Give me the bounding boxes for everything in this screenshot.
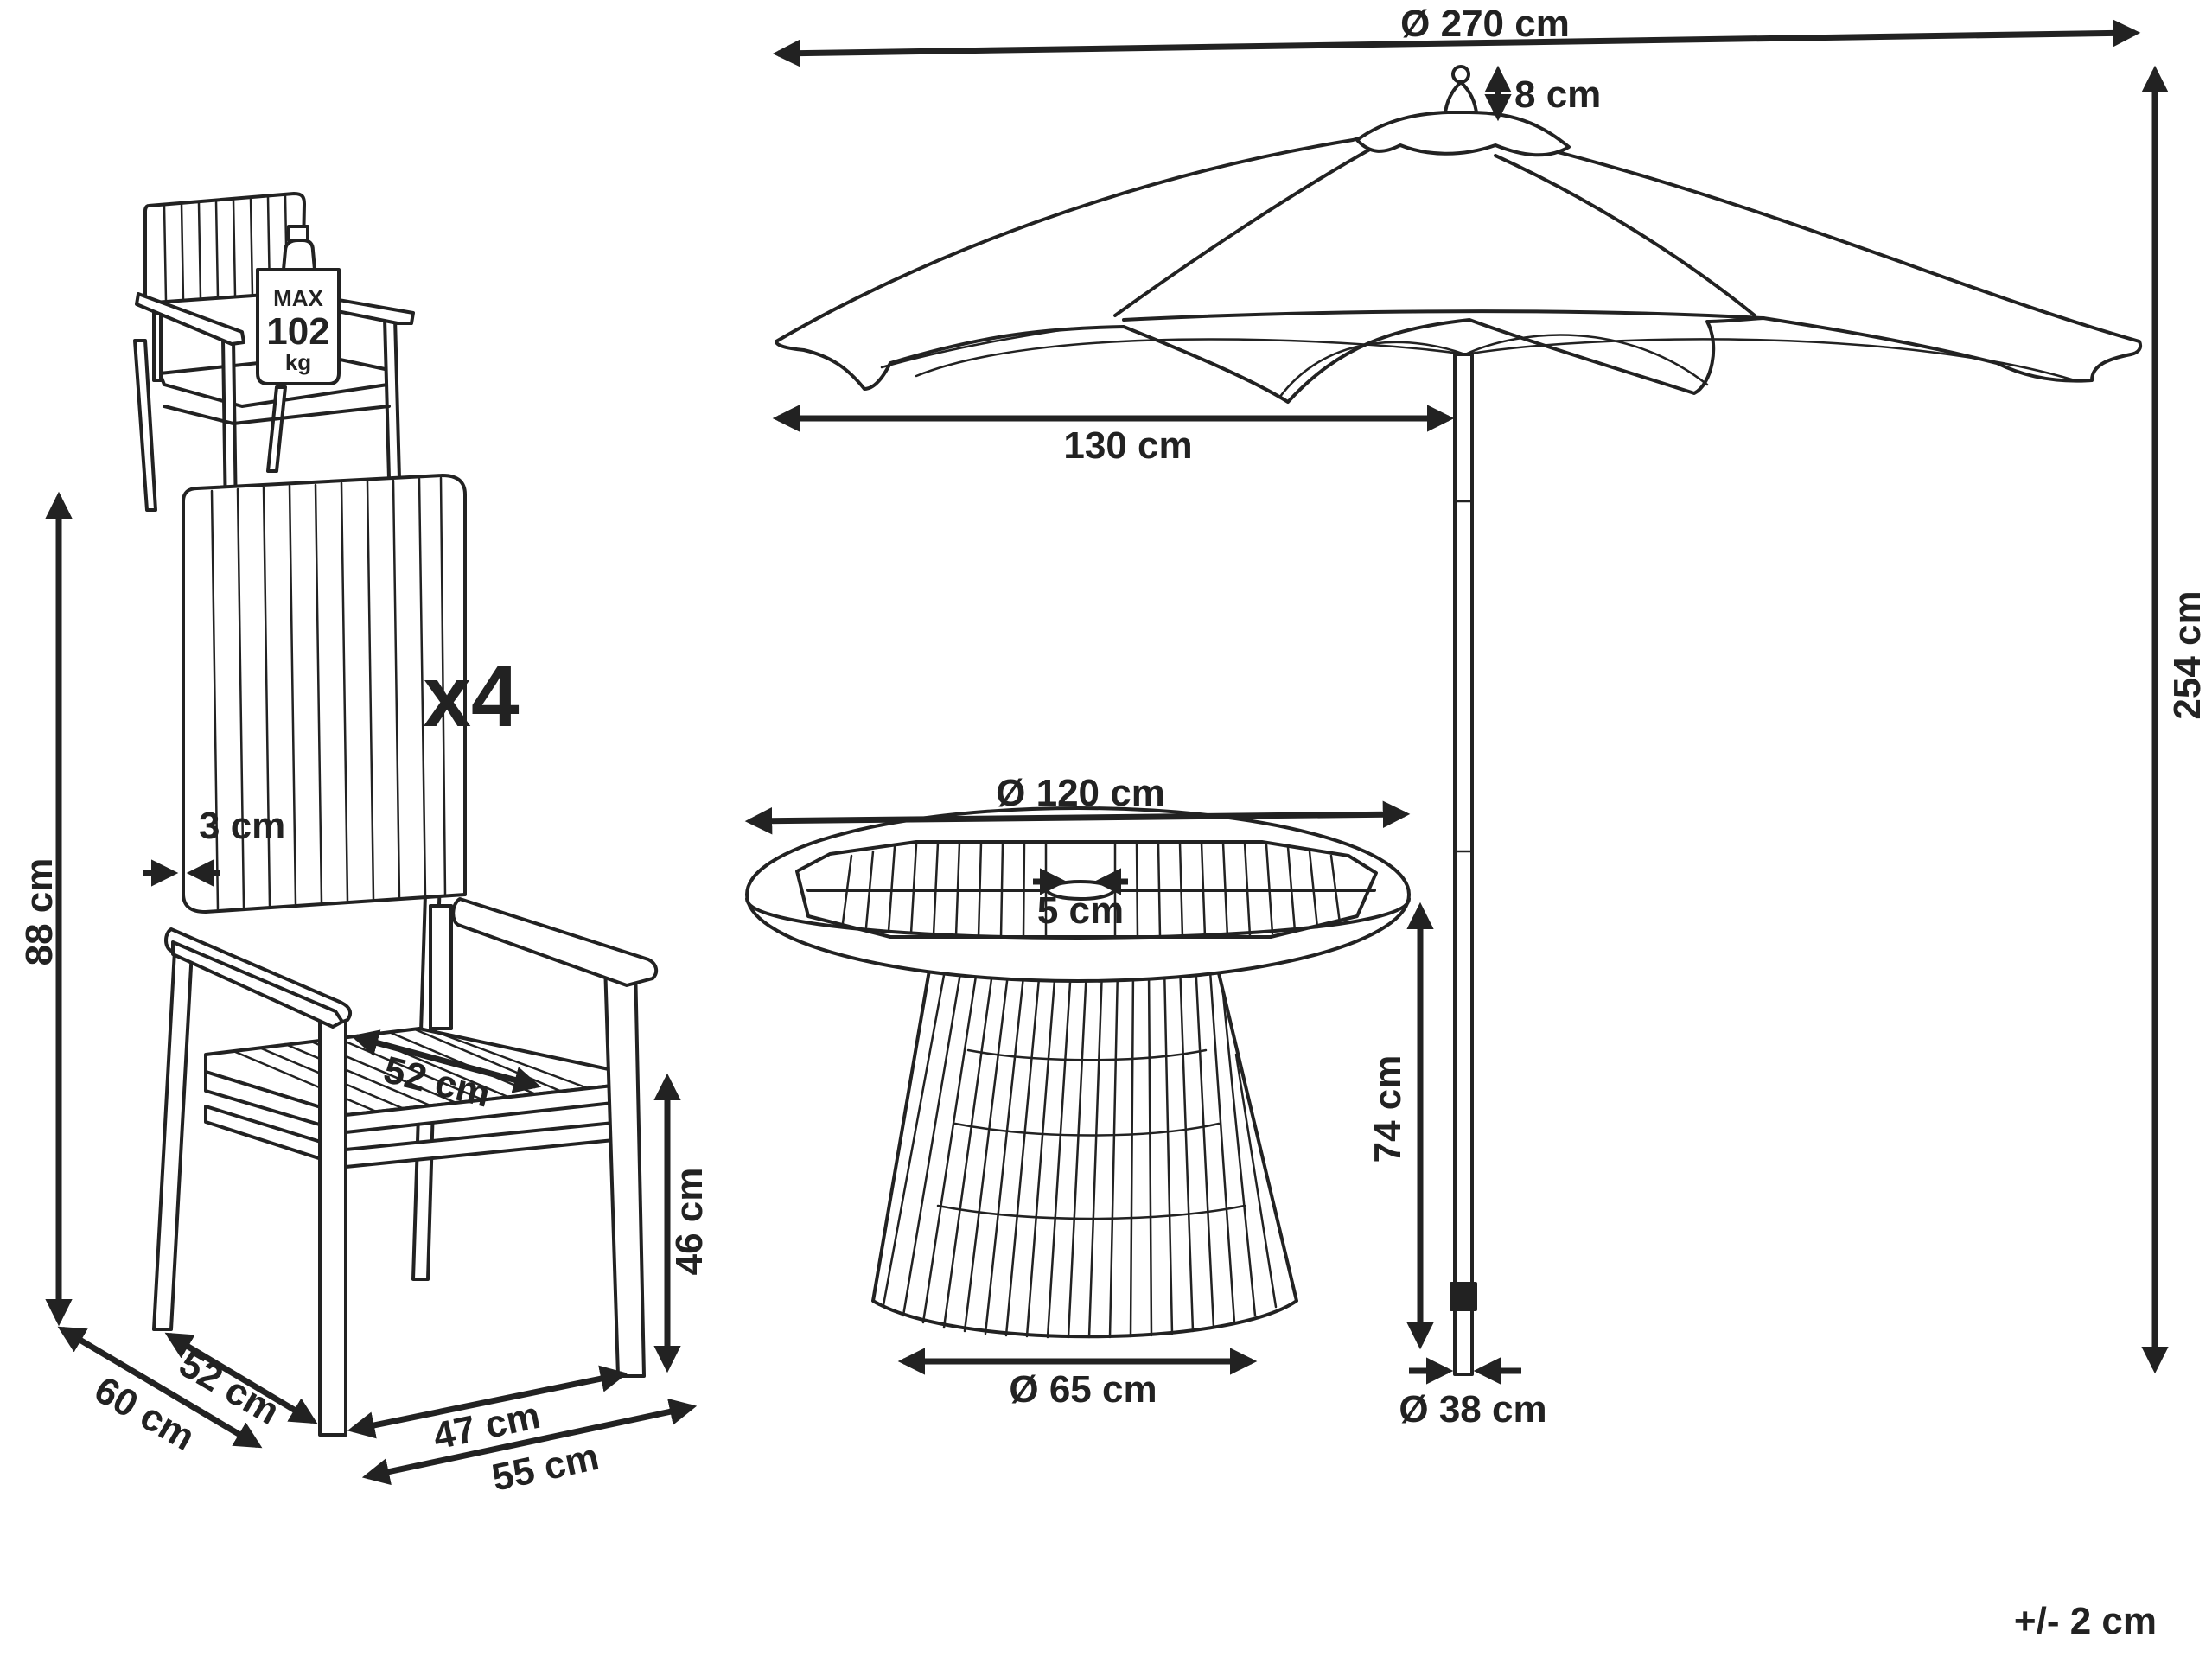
umbrella-rib (880, 327, 1074, 369)
umbrella-vent (1355, 110, 1571, 157)
pole-joint (1453, 500, 1474, 853)
chair-arm-post (429, 904, 453, 1030)
back-thickness-label: 3 cm (199, 805, 285, 847)
umbrella-foot (1450, 1282, 1477, 1311)
small-chair-drawing: MAX 102 kg (133, 192, 415, 579)
seat-depth-dim (350, 1029, 542, 1093)
umbrella-height-label: 254 cm (2166, 590, 2209, 719)
umbrella-rib (915, 338, 1467, 378)
umbrella-rib (1463, 334, 1709, 386)
umbrella-rib (1463, 338, 2076, 382)
table-height-label: 74 cm (1367, 1055, 1409, 1163)
weight-badge (256, 268, 341, 385)
umbrella-pole (1453, 353, 1474, 1376)
umbrella-seam (1494, 154, 1756, 317)
table-diameter-label: Ø 120 cm (996, 772, 1165, 814)
weight-value-label: 102 (266, 310, 329, 353)
chair-armrest (451, 897, 659, 987)
chair-back-slats (210, 476, 447, 911)
umbrella-drawing (775, 65, 2143, 1376)
umbrella-diameter-label: Ø 270 cm (1400, 3, 1570, 45)
table-drawing (745, 806, 1411, 1339)
weight-unit-label: kg (285, 349, 311, 375)
small-chair-leg (266, 385, 287, 473)
chair-back-leg (603, 962, 646, 1378)
table-diameter-dim (744, 800, 1411, 835)
small-chair-rail (163, 405, 391, 425)
chair-front-leg (318, 1018, 347, 1437)
umbrella-seam (1122, 309, 1765, 322)
table-base-label: Ø 65 cm (1009, 1368, 1157, 1411)
weight-badge-neck (282, 239, 316, 271)
small-chair-arm (135, 292, 245, 346)
chair-armrest-edge (171, 940, 344, 1029)
table-hole-label: 5 cm (1037, 889, 1124, 932)
umbrella-base-label: Ø 38 cm (1399, 1388, 1546, 1430)
chair-front-leg (152, 949, 194, 1331)
chair-quantity-label: x4 (423, 648, 520, 745)
large-chair-drawing (152, 474, 659, 1437)
umbrella-finial (1444, 80, 1478, 114)
umbrella-finial-knob (1451, 65, 1470, 84)
umbrella-radius-label: 130 cm (1063, 424, 1192, 467)
weight-badge-cap (287, 225, 309, 242)
finial-label: 8 cm (1514, 73, 1601, 116)
small-chair-leg (133, 339, 157, 512)
table-pedestal-slats (882, 957, 1278, 1339)
umbrella-diameter-dim (772, 19, 2141, 67)
umbrella-seam (1113, 145, 1376, 317)
table-top-frame (795, 840, 1378, 939)
seat-height-label: 46 cm (668, 1168, 711, 1276)
tolerance-label: +/- 2 cm (2014, 1600, 2157, 1642)
width-dim (361, 1398, 698, 1486)
chair-height-label: 88 cm (18, 858, 61, 966)
depth-dim (57, 1326, 263, 1449)
umbrella-rib (1278, 341, 1467, 399)
table-top-slats (841, 841, 1342, 939)
weight-max-label: MAX (273, 285, 323, 311)
